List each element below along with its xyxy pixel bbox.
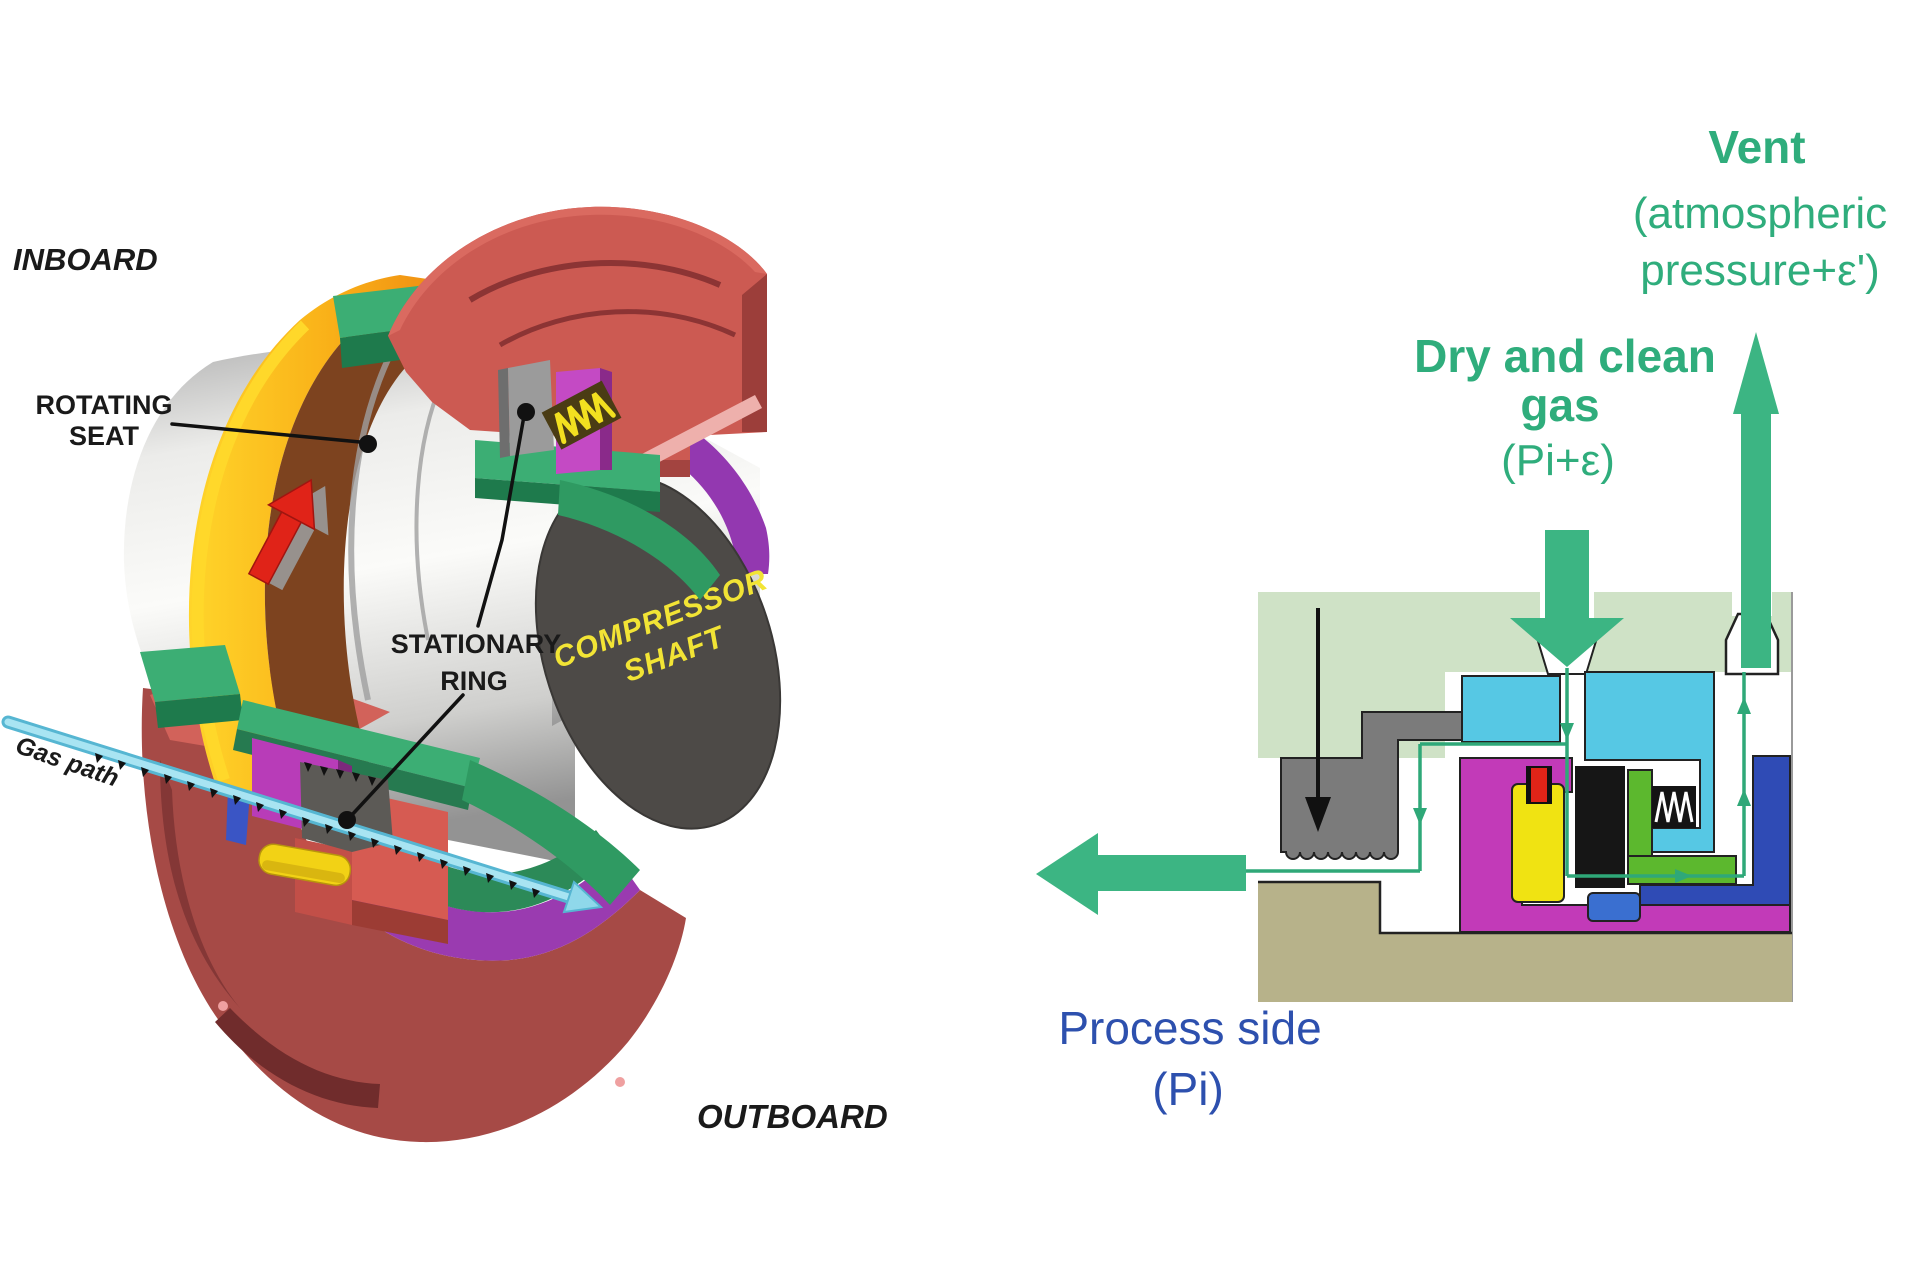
leader-dot-stationary-bottom — [338, 811, 356, 829]
seal-cartridge-left — [1461, 675, 1561, 743]
label-supply-line3: (Pi+ε) — [1501, 436, 1615, 485]
label-vent-title: Vent — [1708, 121, 1805, 173]
labyrinth-seal — [1280, 711, 1463, 860]
vent-arrow-up — [1733, 332, 1779, 668]
gas-path — [1, 715, 604, 914]
left-3d-cutaway: COMPRESSOR SHAFT — [1, 206, 888, 1143]
brown-ring-arc — [264, 286, 505, 795]
leader-dot-rotating-seat — [359, 435, 377, 453]
sleeve-magenta — [1459, 757, 1791, 933]
green-slab — [237, 700, 480, 788]
right-schematic: Vent (atmospheric pressure+ε') Dry and c… — [1036, 121, 1887, 1115]
oring-blue — [1587, 892, 1641, 922]
label-supply-line2: gas — [1520, 379, 1599, 431]
label-rotating-seat-line2: SEAT — [69, 421, 140, 451]
carrier-green-column — [1627, 769, 1653, 861]
leakage-arrow — [1305, 608, 1331, 832]
shaft-section — [1258, 882, 1792, 1002]
label-process-line2: (Pi) — [1152, 1063, 1224, 1115]
spring — [541, 380, 622, 450]
green-arc-mid — [558, 480, 720, 600]
label-stationary-ring-line1: STATIONARY — [391, 629, 562, 659]
yellow-pin — [258, 843, 352, 887]
red-marker — [1531, 768, 1547, 802]
label-outboard: OUTBOARD — [697, 1098, 888, 1135]
green-ring-right — [462, 760, 640, 905]
gas-path-teeth — [95, 753, 540, 898]
process-arrow-left — [1036, 833, 1246, 915]
label-rotating-seat-line1: ROTATING — [36, 390, 173, 420]
leader-lines — [170, 414, 526, 819]
label-inboard: INBOARD — [13, 242, 158, 277]
bolt-dot — [615, 1077, 625, 1087]
stationary-ring-section — [1575, 766, 1625, 888]
shaft-end-face: COMPRESSOR SHAFT — [534, 474, 782, 830]
label-vent-sub2: pressure+ε') — [1640, 246, 1880, 295]
leader-dot-stationary-top — [517, 403, 535, 421]
label-stationary-ring-line2: RING — [440, 666, 508, 696]
label-vent-sub1: (atmospheric — [1633, 189, 1887, 238]
spring-box — [1652, 786, 1696, 828]
green-block-bottom-left — [140, 645, 240, 702]
outboard-housing-shadow — [215, 1008, 380, 1108]
bolt-dot — [218, 1001, 228, 1011]
pink-highlight — [640, 395, 762, 468]
gas-path-arrowhead — [562, 880, 604, 914]
flow-arrowheads — [1413, 697, 1751, 883]
rotation-arrow — [247, 478, 329, 591]
bottom-seal-cluster — [140, 645, 640, 944]
supply-arrow-down — [1510, 530, 1624, 667]
label-process-line1: Process side — [1058, 1002, 1321, 1054]
label-supply-line1: Dry and clean — [1414, 330, 1716, 382]
